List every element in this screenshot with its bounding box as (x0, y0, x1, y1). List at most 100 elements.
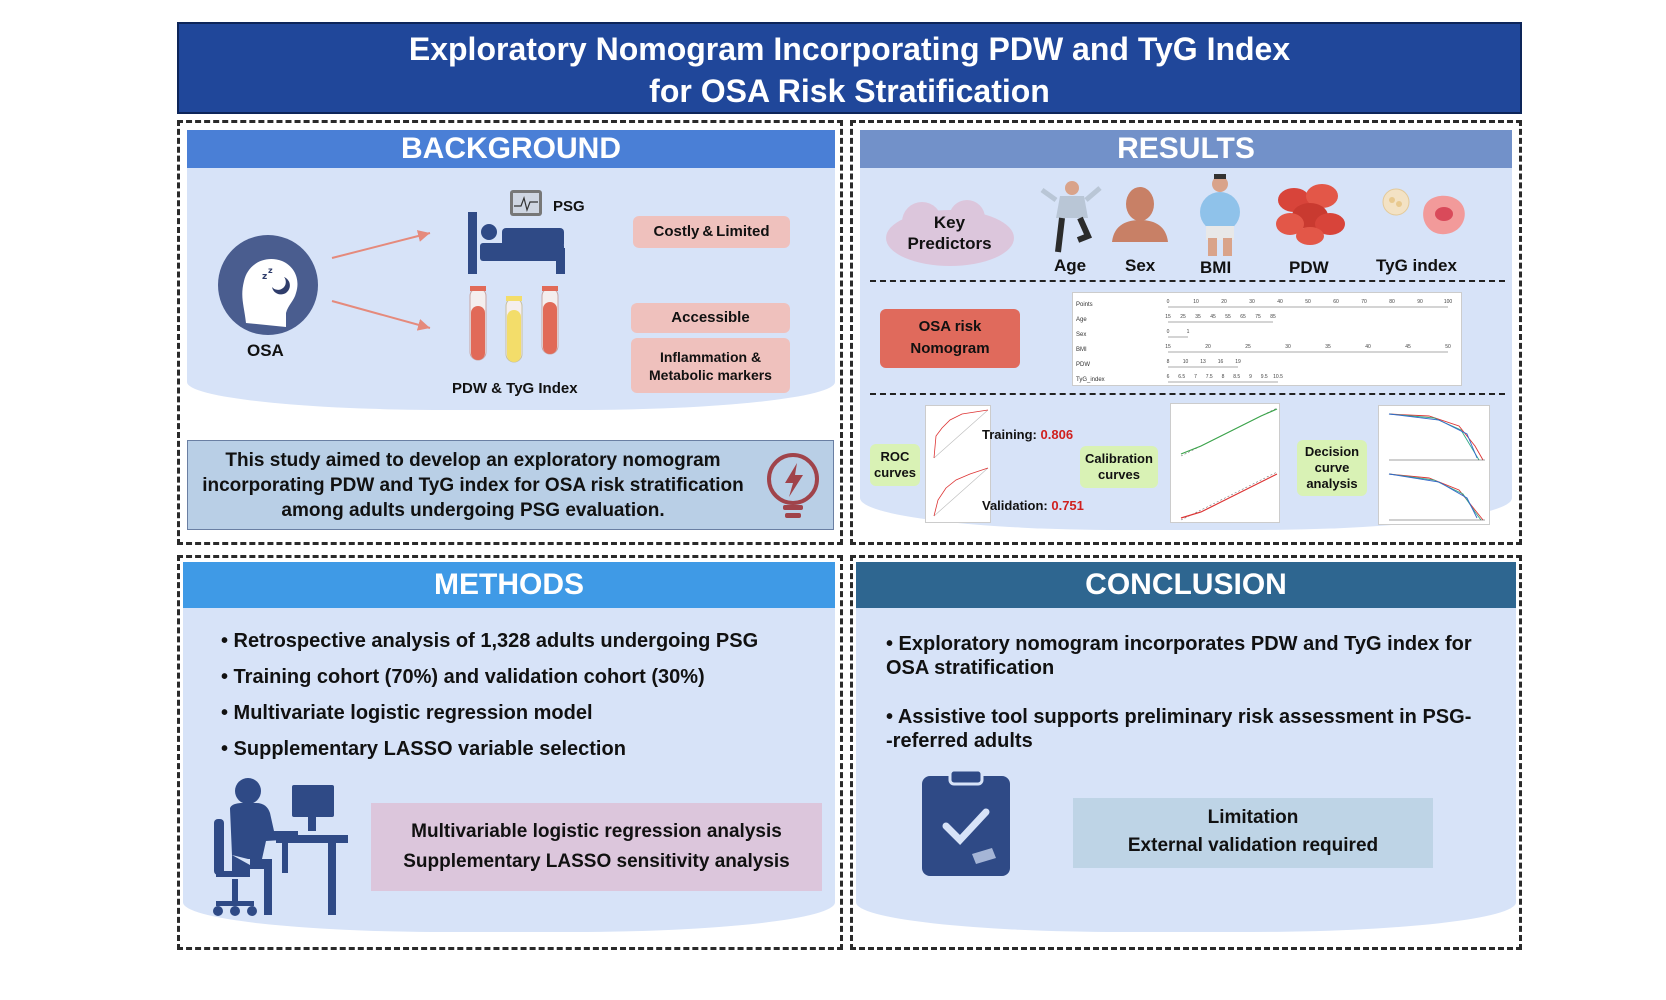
validation-label: Validation: (982, 498, 1048, 513)
nomogram-tick-label: 90 (1417, 299, 1423, 305)
methods-box-line-2: Supplementary LASSO sensitivity analysis (403, 851, 790, 872)
predictor-age: Age (1054, 256, 1087, 275)
nomogram-tick-label: 40 (1277, 299, 1283, 305)
methods-bullet-4: • Supplementary LASSO variable selection (221, 738, 626, 760)
sex-head-icon (1110, 184, 1170, 242)
nomogram-tick-label: 6 (1167, 374, 1170, 380)
nomogram-tick-label: 35 (1195, 314, 1201, 320)
nomogram-tick-label: 100 (1444, 299, 1453, 305)
nomogram-tick-label: 8 (1222, 374, 1225, 380)
conclusion-panel (850, 555, 1522, 950)
aim-box: This study aimed to develop an explorato… (187, 440, 834, 530)
nomogram-row-label: Sex (1076, 332, 1086, 338)
nomogram-tick-label: 15 (1165, 344, 1171, 350)
nomogram-tick-label: 80 (1389, 299, 1395, 305)
nomogram-tick-label: 9.5 (1261, 374, 1268, 380)
methods-bullet-1: • Retrospective analysis of 1,328 adults… (221, 630, 759, 652)
roc-curves-label: ROC curves (870, 444, 920, 486)
nomogram-tick-label: 25 (1245, 344, 1251, 350)
nomogram-row-label: Age (1076, 317, 1087, 323)
lightbulb-icon (763, 451, 823, 523)
predictor-tyg: TyG index (1376, 256, 1457, 275)
title-bar: Exploratory Nomogram Incorporating PDW a… (177, 22, 1522, 114)
tag-costly-limited: Costly & Limited (633, 216, 790, 248)
nomogram-tick-label: 9 (1249, 374, 1252, 380)
nomogram-row-label: Points (1076, 302, 1093, 308)
background-header: BACKGROUND (187, 130, 835, 168)
methods-header: METHODS (183, 562, 835, 608)
nomogram-tick-label: 25 (1180, 314, 1186, 320)
conclusion-bullet-1: • Exploratory nomogram incorporates PDW … (886, 633, 1472, 679)
methods-bullet-2: • Training cohort (70%) and validation c… (221, 666, 705, 688)
osa-head-icon: z z (214, 235, 322, 335)
key-predictors-cloud: Key Predictors (882, 200, 1017, 270)
results-panel (850, 120, 1522, 545)
nomogram-tick-label: 45 (1405, 344, 1411, 350)
pdw-platelets-icon (1272, 180, 1348, 246)
bmi-body-icon (1190, 174, 1250, 256)
nomogram-tick-label: 10 (1183, 359, 1189, 365)
nomogram-tick-label: 55 (1225, 314, 1231, 320)
predictor-pdw: PDW (1289, 258, 1329, 277)
conclusion-bullet-2: • Assistive tool supports preliminary ri… (886, 706, 1472, 752)
nomogram-tick-label: 16 (1218, 359, 1224, 365)
nomogram-tick-label: 40 (1365, 344, 1371, 350)
limitation-title: Limitation (1207, 807, 1299, 828)
tag-inflammation-markers: Inflammation & Metabolic markers (631, 338, 790, 393)
nomogram-tick-label: 10 (1193, 299, 1199, 305)
nomogram-tick-label: 45 (1210, 314, 1216, 320)
nomogram-tick-label: 65 (1240, 314, 1246, 320)
training-value: 0.806 (1040, 427, 1074, 442)
nomogram-tick-label: 0 (1167, 299, 1170, 305)
background-panel (177, 120, 843, 545)
nomogram-tick-label: 8.5 (1233, 374, 1240, 380)
nomogram-tick-label: 7 (1194, 374, 1197, 380)
nomogram-tick-label: 20 (1205, 344, 1211, 350)
key-predictors-label: Key Predictors (907, 213, 992, 253)
nomogram-tick-label: 0 (1167, 329, 1170, 335)
nomogram-tick-label: 10.5 (1273, 374, 1283, 380)
decision-curve-label: Decision curve analysis (1297, 440, 1367, 496)
tyg-cells-icon (1380, 188, 1470, 240)
psg-bed-icon (466, 188, 566, 276)
nomogram-tick-label: 7.5 (1206, 374, 1213, 380)
aim-text: This study aimed to develop an explorato… (202, 450, 744, 521)
clipboard-check-icon (920, 768, 1012, 878)
nomogram-tick-label: 75 (1255, 314, 1261, 320)
nomogram-tick-label: 8 (1167, 359, 1170, 365)
svg-text:z: z (262, 272, 267, 282)
roc-curves-thumbnail (925, 405, 991, 523)
pdw-tyg-label: PDW & TyG Index (452, 380, 578, 397)
results-header: RESULTS (860, 130, 1512, 168)
limitation-box: Limitation External validation required (1073, 798, 1433, 868)
predictor-sex: Sex (1125, 256, 1156, 275)
nomogram-tick-label: 60 (1333, 299, 1339, 305)
nomogram-tick-label: 6.5 (1178, 374, 1185, 380)
tag-accessible: Accessible (631, 303, 790, 333)
methods-bullet-3: • Multivariate logistic regression model (221, 702, 593, 724)
nomogram-tick-label: 19 (1235, 359, 1241, 365)
psg-label: PSG (553, 198, 585, 215)
title-line-1: Exploratory Nomogram Incorporating PDW a… (408, 31, 1291, 67)
methods-analysis-box: Multivariable logistic regression analys… (371, 803, 822, 891)
limitation-text: External validation required (1127, 835, 1379, 856)
training-label: Training: (982, 427, 1037, 442)
nomogram-tick-label: 1 (1187, 329, 1190, 335)
predictor-bmi: BMI (1200, 258, 1232, 277)
nomogram-tick-label: 35 (1325, 344, 1331, 350)
nomogram-row-label: PDW (1076, 362, 1090, 368)
methods-bullets: • Retrospective analysis of 1,328 adults… (221, 630, 821, 774)
conclusion-header: CONCLUSION (856, 562, 1516, 608)
nomogram-tick-label: 15 (1165, 314, 1171, 320)
blood-tubes-icon (466, 286, 566, 364)
training-auc: Training: 0.806 (982, 427, 1073, 442)
results-divider-2 (870, 393, 1505, 395)
nomogram-row-label: BMI (1076, 347, 1087, 353)
decision-curve-thumbnail (1378, 405, 1490, 525)
age-elderly-icon (1036, 178, 1106, 254)
osa-label: OSA (247, 341, 284, 360)
nomogram-tick-label: 70 (1361, 299, 1367, 305)
nomogram-tick-label: 13 (1200, 359, 1206, 365)
